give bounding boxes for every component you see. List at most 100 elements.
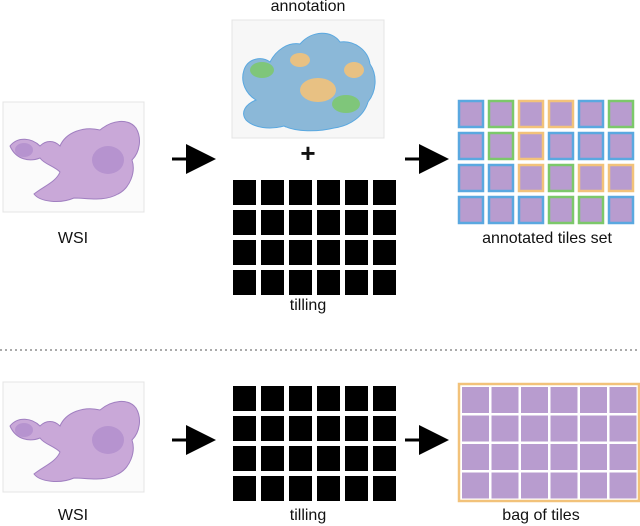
bag-tile [462,444,489,470]
bag-tile [609,444,637,470]
tiling-grid-top-cell [345,180,368,205]
tiling-grid-bottom-cell [233,416,256,441]
tiling-grid-top-cell [233,270,256,295]
annotated-tile [547,99,575,129]
bag-of-tiles [457,382,640,503]
tiling-grid-bottom-cell [261,446,284,471]
tiling-grid-top-cell [289,240,312,265]
annotated-tile [577,99,605,129]
wsi-tissue-top [9,121,140,202]
annotated-tile [577,131,605,161]
annotated-tile [487,195,515,225]
plus-symbol: + [300,138,316,168]
annotated-tile [517,163,545,193]
annotated-tile [457,163,485,193]
annotated-tile [517,131,545,161]
bag-tile [550,472,578,499]
tiling-grid-top-cell [261,180,284,205]
tiling-grid-top-cell [373,270,396,295]
annotated-tile [457,131,485,161]
tiling-grid-bottom-cell [317,476,340,501]
tiling-grid-top-cell [289,210,312,235]
tiling-grid-bottom-cell [289,386,312,411]
tiling-grid-bottom-cell [373,446,396,471]
bag-tile [550,415,578,442]
tiling-grid-bottom-cell [289,416,312,441]
tiling-grid-top-cell [317,270,340,295]
bag-tile [491,444,519,470]
tiling-grid-top-cell [261,210,284,235]
annotated-tile [547,163,575,193]
bag-tile [580,415,607,442]
bag-tile [550,387,578,413]
tiling-grid-bottom-cell [261,416,284,441]
tiling-grid-top-cell [373,180,396,205]
bag-tile [462,415,489,442]
annotated-tile [517,195,545,225]
tiling-grid-bottom-cell [317,386,340,411]
wsi-label-bottom: WSI [57,507,89,524]
bag-tile [521,472,548,499]
tiling-grid-bottom-cell [317,446,340,471]
tiling-grid-bottom-cell [261,476,284,501]
tiling-grid-bottom-cell [289,446,312,471]
annotated-tile [577,195,605,225]
tiling-grid-bottom-cell [373,416,396,441]
annotated-tiles-set [457,99,635,225]
bag-tile [609,472,637,499]
bag-tile [462,387,489,413]
bag-of-tiles-label: bag of tiles [502,507,580,524]
annotated-tile [457,99,485,129]
annotated-tile [517,99,545,129]
tiling-label-bottom: tilling [289,507,327,524]
annotated-tile [487,163,515,193]
annotated-tile [487,131,515,161]
tiling-grid-bottom-cell [345,416,368,441]
bag-tile [580,472,607,499]
wsi-label-top: WSI [57,230,89,247]
tiling-grid-top-cell [317,210,340,235]
tiling-grid-top-cell [233,210,256,235]
annotation-label: annotation [270,0,346,15]
tiling-grid-bottom-cell [233,446,256,471]
tiling-grid-bottom-cell [233,386,256,411]
tiling-grid-top-cell [233,180,256,205]
tiling-grid-bottom-cell [345,476,368,501]
annotated-tile [607,195,635,225]
bag-tile [521,444,548,470]
annotated-tile [577,163,605,193]
annotated-tile [457,195,485,225]
tiling-grid-bottom-cell [317,416,340,441]
tiling-grid-top-cell [289,180,312,205]
bag-tile [609,387,637,413]
bag-tile [462,472,489,499]
tiling-grid-bottom-cell [233,476,256,501]
wsi-thumbnail-bottom [2,381,145,493]
bag-tile [609,415,637,442]
annotated-tile [547,131,575,161]
bag-tile [580,444,607,470]
tiling-grid-bottom-cell [289,476,312,501]
tiling-grid-bottom-cell [373,386,396,411]
tiling-grid-bottom [233,386,396,501]
wsi-thumbnail-top [2,101,145,213]
annotated-tile [607,131,635,161]
tiling-grid-top-cell [317,240,340,265]
tiling-label-top: tilling [289,297,327,314]
tiling-grid-top-cell [373,240,396,265]
tiling-grid-top-cell [261,240,284,265]
tiling-grid-bottom-cell [345,386,368,411]
tiling-grid-bottom-cell [373,476,396,501]
tiling-grid-bottom-cell [345,446,368,471]
bag-tile [521,415,548,442]
annotation-map [231,19,385,139]
wsi-tissue-bottom [9,401,140,482]
bag-tile [491,472,519,499]
annotated-tile [547,195,575,225]
bag-tile [550,444,578,470]
bag-tile [521,387,548,413]
tiling-grid-top-cell [345,240,368,265]
bag-tile [491,387,519,413]
tiling-grid-top-cell [289,270,312,295]
